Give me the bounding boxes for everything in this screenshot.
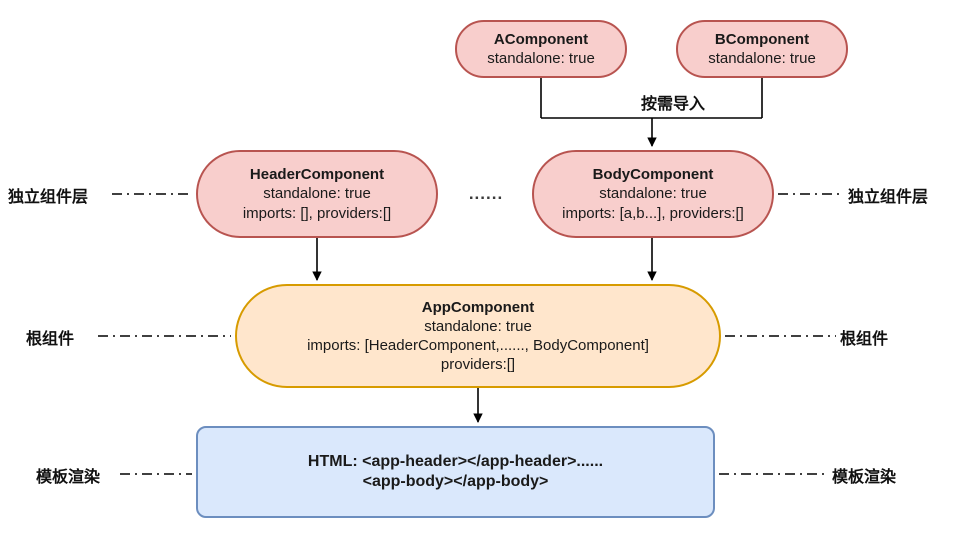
- node-b-component-standalone: standalone: true: [708, 50, 816, 67]
- node-app-component[interactable]: AppComponent standalone: true imports: […: [235, 284, 721, 388]
- node-html-template-line2: <app-body></app-body>: [362, 473, 549, 490]
- label-template-render-right: 模板渲染: [832, 469, 897, 486]
- node-app-component-standalone: standalone: true: [424, 317, 532, 335]
- label-template-render-left: 模板渲染: [36, 469, 101, 486]
- node-b-component[interactable]: BComponent standalone: true: [676, 20, 848, 78]
- node-body-component-title: BodyComponent: [592, 166, 714, 184]
- label-standalone-layer-left: 独立组件层: [8, 189, 89, 206]
- node-header-component-title: HeaderComponent: [249, 166, 385, 184]
- node-a-component-title: AComponent: [493, 30, 589, 48]
- label-standalone-layer-right: 独立组件层: [848, 189, 929, 206]
- node-a-component[interactable]: AComponent standalone: true: [455, 20, 627, 78]
- node-app-component-providers: providers:[]: [440, 356, 516, 374]
- label-root-component-right: 根组件: [840, 331, 889, 348]
- node-body-component-imports: imports: [a,b...], providers:[]: [562, 204, 744, 222]
- edge-label-import-on-demand: 按需导入: [640, 96, 705, 113]
- node-header-component-imports: imports: [], providers:[]: [242, 204, 392, 222]
- node-body-component-standalone: standalone: true: [599, 185, 707, 203]
- node-html-template-line1: HTML: <app-header></app-header>......: [307, 452, 604, 470]
- label-root-component-left: 根组件: [26, 331, 75, 348]
- node-header-component[interactable]: HeaderComponent standalone: true imports…: [196, 150, 438, 238]
- node-header-component-standalone: standalone: true: [263, 185, 371, 203]
- node-body-component[interactable]: BodyComponent standalone: true imports: …: [532, 150, 774, 238]
- middle-ellipsis: ......: [468, 184, 504, 203]
- node-app-component-title: AppComponent: [421, 298, 535, 316]
- node-app-component-imports: imports: [HeaderComponent,......, BodyCo…: [307, 337, 649, 354]
- node-html-template[interactable]: HTML: <app-header></app-header>...... <a…: [196, 426, 715, 518]
- node-a-component-standalone: standalone: true: [487, 50, 595, 67]
- node-b-component-title: BComponent: [714, 30, 810, 48]
